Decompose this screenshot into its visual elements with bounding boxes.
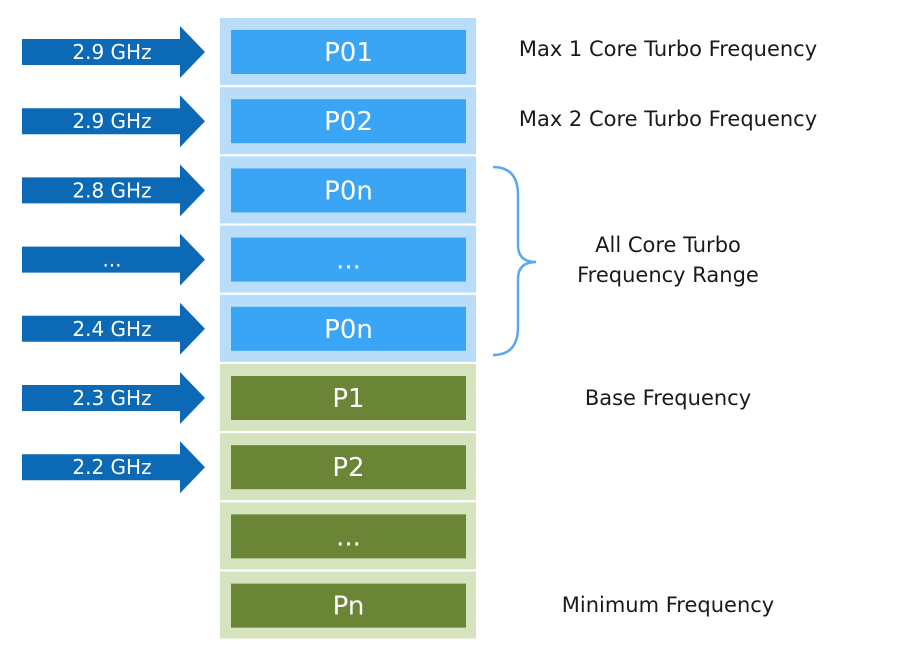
state-label: P02 bbox=[324, 107, 373, 137]
state-box bbox=[231, 306, 466, 351]
state-label: P1 bbox=[332, 384, 364, 414]
state-box bbox=[231, 583, 466, 628]
state-label: ... bbox=[336, 246, 361, 276]
state-box bbox=[231, 99, 466, 144]
frequency-arrow bbox=[22, 372, 205, 424]
frequency-label: ... bbox=[102, 248, 121, 272]
all-core-brace bbox=[492, 165, 537, 357]
all-core-label-line1: All Core Turbo bbox=[595, 233, 741, 257]
frequency-arrow bbox=[22, 164, 205, 217]
state-label: P0n bbox=[324, 176, 373, 206]
max-1-core-label: Max 1 Core Turbo Frequency bbox=[519, 37, 817, 61]
frequency-arrows: 2.9 GHz 2.9 GHz 2.8 GHz... 2.4 GHz 2.3 GHz 2.… bbox=[22, 26, 205, 494]
state-box bbox=[231, 514, 466, 559]
base-frequency-label: Base Frequency bbox=[585, 386, 751, 410]
frequency-label: 2.2 GHz bbox=[72, 455, 151, 479]
state-box bbox=[231, 376, 466, 420]
minimum-frequency-label: Minimum Frequency bbox=[562, 593, 774, 617]
state-label: Pn bbox=[333, 592, 365, 622]
max-2-core-label: Max 2 Core Turbo Frequency bbox=[519, 107, 817, 131]
state-box bbox=[231, 30, 466, 74]
frequency-arrow bbox=[22, 26, 205, 78]
frequency-arrow bbox=[22, 95, 205, 148]
frequency-arrow bbox=[22, 233, 205, 286]
frequency-label: 2.9 GHz bbox=[72, 109, 151, 133]
frequency-arrow bbox=[22, 302, 205, 355]
frequency-label: 2.8 GHz bbox=[72, 178, 151, 202]
frequency-label: 2.9 GHz bbox=[72, 40, 151, 64]
state-label: P0n bbox=[324, 315, 373, 345]
state-label: P2 bbox=[332, 453, 364, 483]
state-box bbox=[231, 237, 466, 282]
state-box bbox=[231, 168, 466, 213]
all-core-label-line2: Frequency Range bbox=[577, 263, 759, 287]
state-label: ... bbox=[336, 522, 361, 552]
state-box bbox=[231, 445, 466, 490]
frequency-label: 2.4 GHz bbox=[72, 317, 151, 341]
frequency-label: 2.3 GHz bbox=[72, 386, 151, 410]
frequency-arrow bbox=[22, 441, 205, 494]
state-label: P01 bbox=[324, 38, 373, 68]
